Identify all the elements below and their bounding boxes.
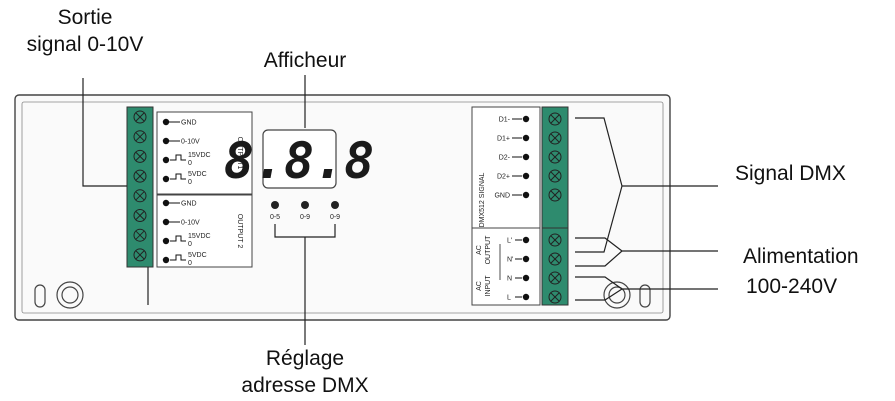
pulse-symbol [170,173,186,180]
callout-power-line2: 100-240V [746,275,837,298]
ac-output-label-line2: OUTPUT [485,235,492,265]
pin-dot [162,237,170,245]
terminal-screw[interactable] [548,169,562,183]
pin-dot [522,153,530,161]
pin-dot [162,137,170,145]
terminal-screw[interactable] [133,228,147,242]
callout-output-signal-line1: Sortie [58,6,113,29]
ac-pin-label: L' [507,238,512,245]
pin-label: GND [181,201,197,208]
terminal-screw[interactable] [548,188,562,202]
pin-label: 0 [188,160,192,167]
terminal-screw[interactable] [548,150,562,164]
dmx-pin-label: D2- [499,155,511,162]
terminal-screw[interactable] [133,130,147,144]
mounting-ear-right [603,281,651,309]
terminal-screw[interactable] [133,149,147,163]
terminal-screw[interactable] [133,248,147,262]
ac-pin-label: N [507,276,512,283]
pulse-symbol [170,154,186,161]
pin-dot [162,256,170,264]
mounting-ear-left [34,281,84,309]
dmx-pin-label: D2+ [497,174,510,181]
ac-power-block: AC OUTPUT AC INPUT L' N' N L [471,227,569,306]
callout-dmx-signal: Signal DMX [735,162,846,185]
pin-label: GND [181,120,197,127]
pin-dot [162,199,170,207]
dmx-block-label: DMX512 SIGNAL [479,172,486,227]
ac-pin-label: L [507,295,511,302]
pin-dot [522,236,530,244]
leader-power-out [575,237,718,252]
dmx-pin-label: D1+ [497,136,510,143]
pin-dot [162,218,170,226]
callout-lines [82,75,718,345]
callout-output-signal-line2: signal 0-10V [27,33,144,56]
address-knob-label: 0-9 [330,214,340,221]
callout-labels: Sortie signal 0-10V Afficheur Signal DMX… [27,6,859,397]
terminal-screw[interactable] [548,131,562,145]
terminal-screw[interactable] [133,110,147,124]
pin-label: 0-10V [181,220,200,227]
pin-dot [522,274,530,282]
callout-dmx-address-line2: adresse DMX [241,374,368,397]
output1-label: OUTPUT1 [236,137,243,170]
terminal-screw[interactable] [133,169,147,183]
pin-dot [522,172,530,180]
terminal-screw[interactable] [548,290,562,304]
pin-label: 0 [188,179,192,186]
callout-display: Afficheur [264,49,347,72]
callout-power-line1: Alimentation [743,245,859,268]
ac-input-label-line1: AC [476,281,483,291]
dmx-pin-label: GND [494,193,510,200]
leader-dmx-signal [575,117,718,187]
pin-dot [162,156,170,164]
terminal-screw[interactable] [548,233,562,247]
pin-dot [522,293,530,301]
device-housing [14,94,671,321]
ac-input-label-line2: INPUT [485,275,492,297]
pin-label: 0 [188,241,192,248]
pin-dot [522,191,530,199]
terminal-screw[interactable] [548,252,562,266]
dmx-pin-label: D1- [499,117,511,124]
ac-output-label-line1: AC [476,245,483,255]
display-panel: 8.8.8 [224,129,375,190]
address-knob-label: 0-5 [270,214,280,221]
pin-label: 5VDC [188,252,207,259]
pin-label: 0 [188,260,192,267]
pin-dot [522,115,530,123]
pin-label: 15VDC [188,152,211,159]
address-knob-units[interactable] [331,201,339,209]
pulse-symbol [170,235,186,242]
output-terminal-strip [126,106,154,268]
pulse-symbol [170,254,186,261]
leader-power-in [575,276,718,290]
pin-label: 0-10V [181,139,200,146]
pin-dot [162,118,170,126]
address-knob-label: 0-9 [300,214,310,221]
pin-dot [162,175,170,183]
ac-pin-label: N' [507,257,513,264]
terminal-screw[interactable] [133,189,147,203]
pin-dot [522,255,530,263]
leader-output-signal [82,78,127,187]
pin-label: 15VDC [188,233,211,240]
output2-label: OUTPUT 2 [236,214,243,249]
pin-label: 5VDC [188,171,207,178]
address-knob-hundreds[interactable] [271,201,279,209]
terminal-screw[interactable] [548,112,562,126]
address-knob-tens[interactable] [301,201,309,209]
terminal-screw[interactable] [133,209,147,222]
display-digits: 8.8.8 [224,132,375,190]
callout-dmx-address-line1: Réglage [266,347,344,370]
terminal-screw[interactable] [548,271,562,285]
pin-dot [522,134,530,142]
